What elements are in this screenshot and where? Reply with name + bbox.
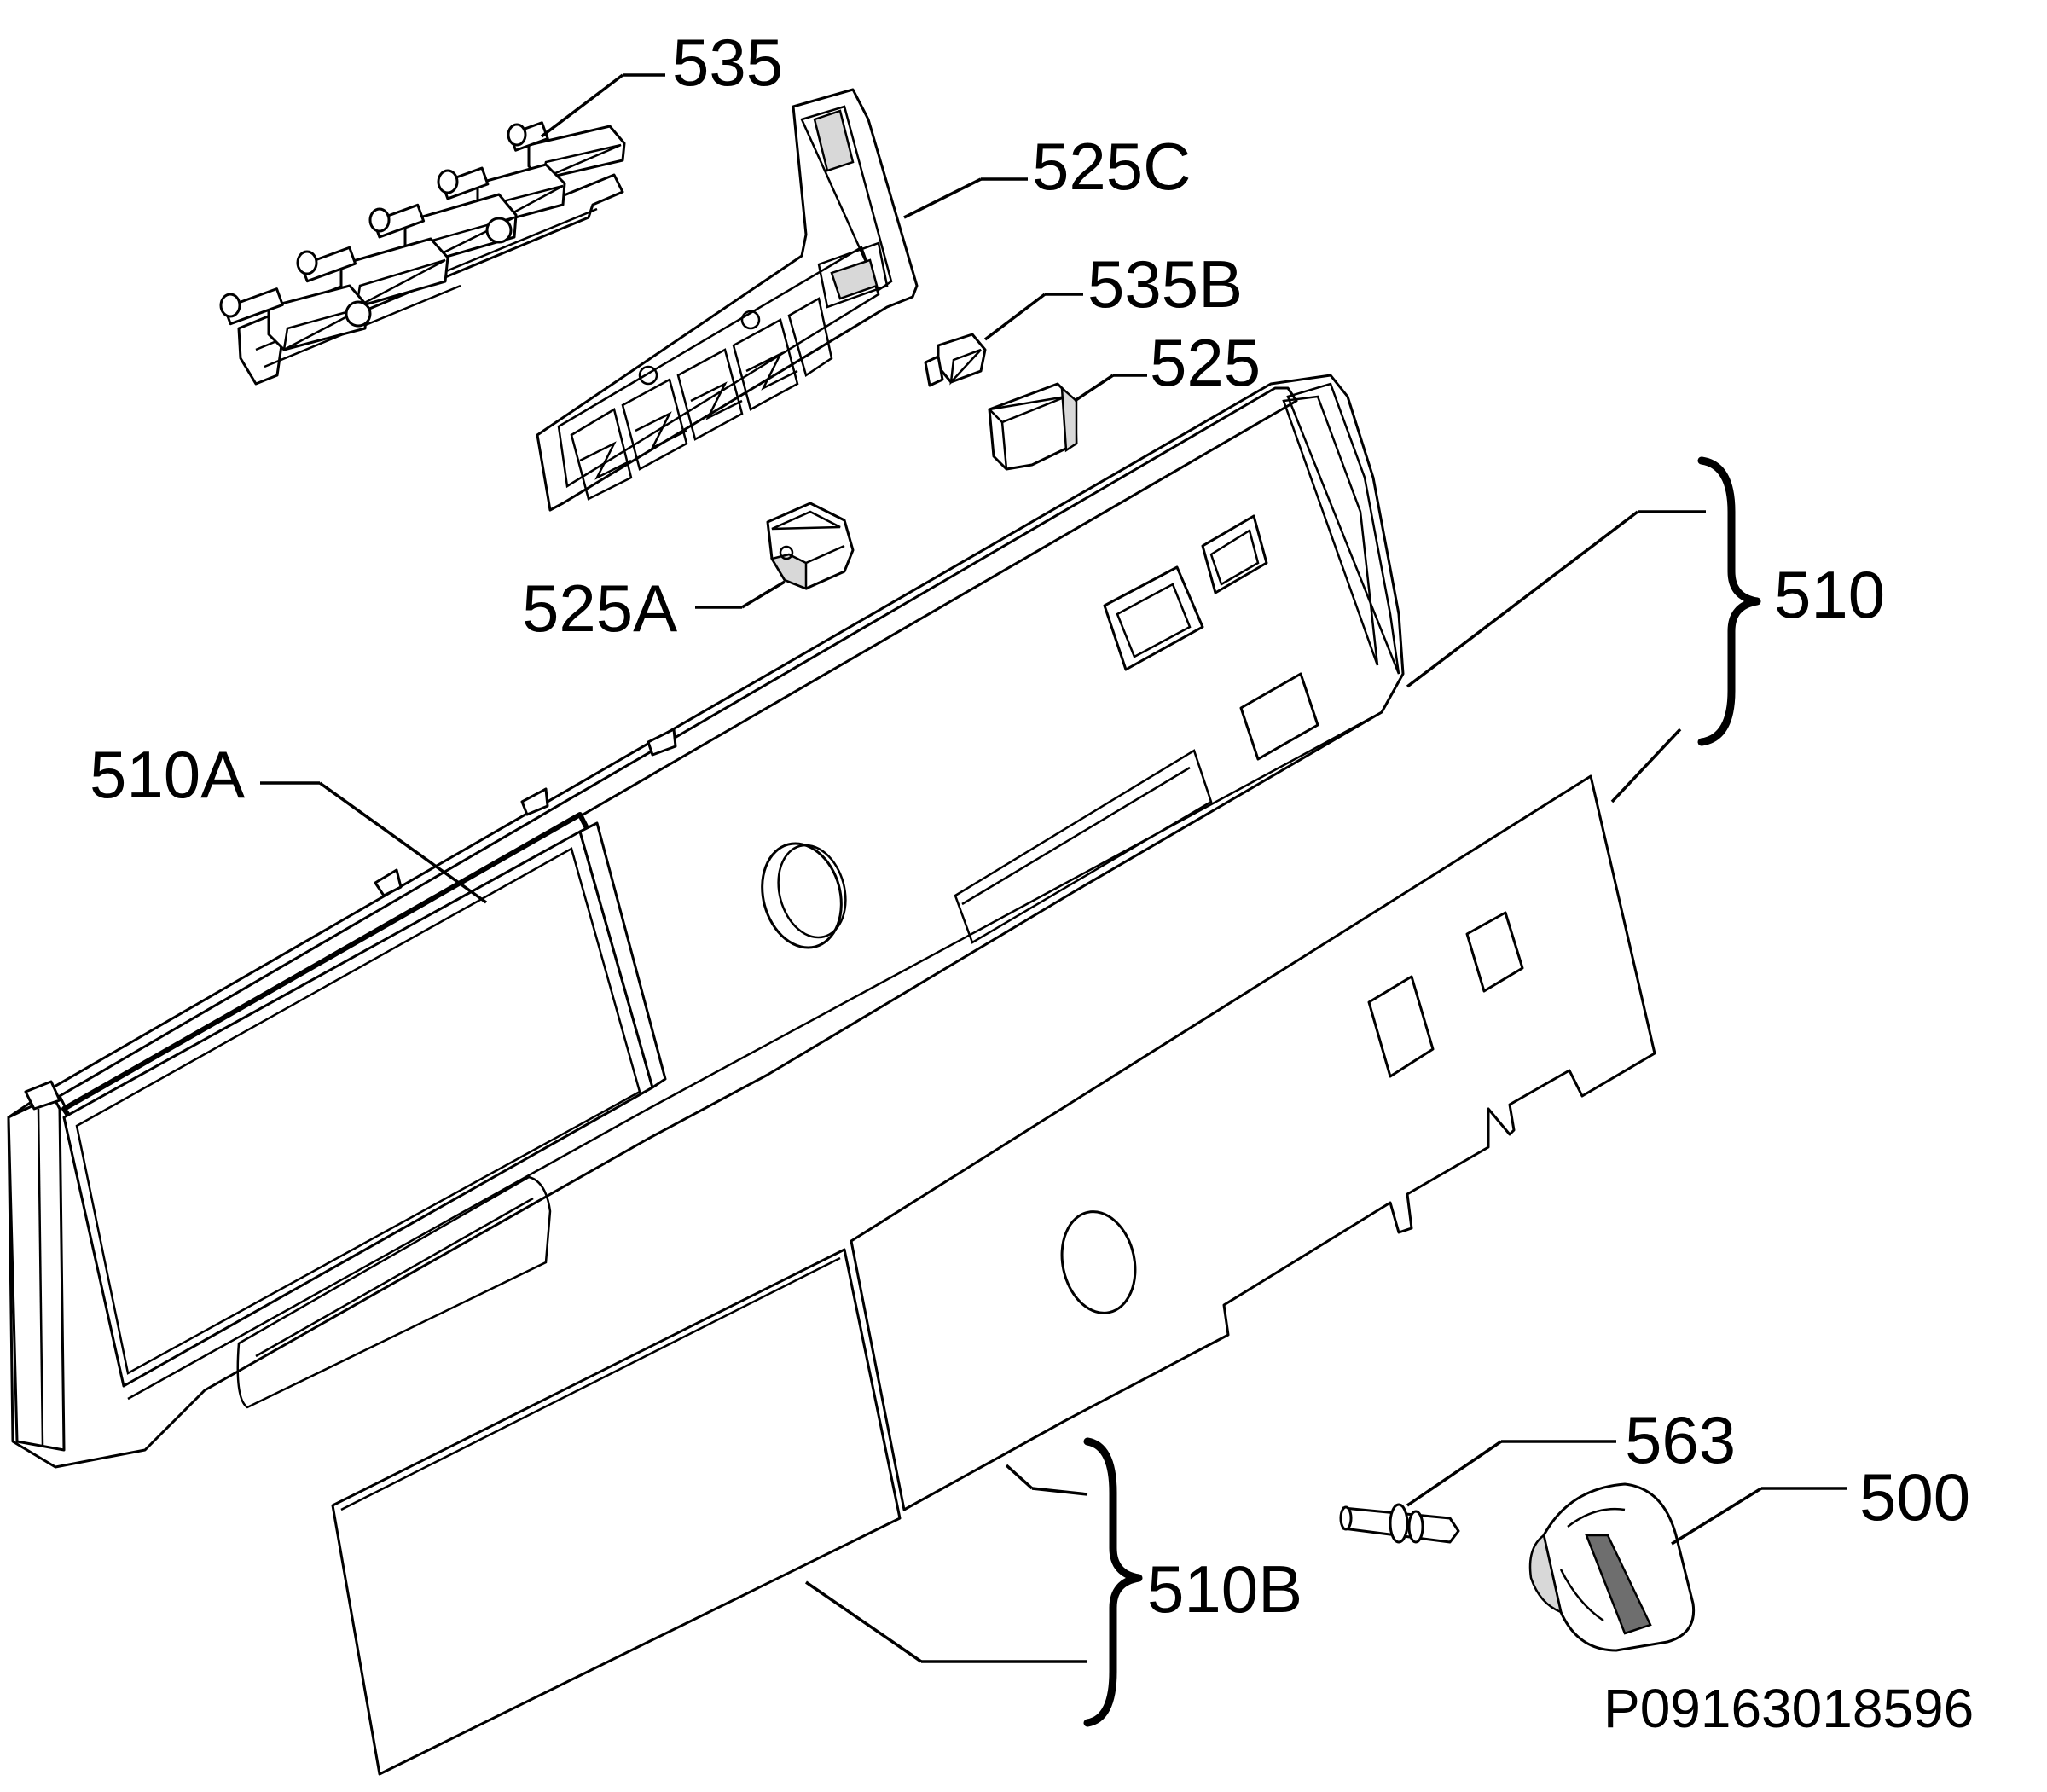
callout-535: 535 (672, 25, 783, 100)
callout-525C: 525C (1032, 129, 1191, 204)
part-510B-panel-right (850, 728, 1682, 1511)
callout-510A: 510A (90, 737, 245, 812)
callout-535B: 535B (1087, 246, 1243, 322)
callout-563: 563 (1625, 1402, 1736, 1477)
part-525-button-cap (987, 374, 1147, 471)
part-525C-button-frame (536, 88, 1028, 512)
callout-525A: 525A (522, 571, 677, 646)
part-535B-clip (924, 293, 1083, 387)
callout-500: 500 (1859, 1459, 1970, 1534)
callout-525: 525 (1150, 325, 1261, 400)
part-525A-button (695, 502, 855, 609)
part-535-switch-row (219, 73, 665, 386)
part-510B-panel-left (331, 1248, 1143, 1776)
part-500-knob (1528, 1482, 1847, 1652)
callout-510B: 510B (1147, 1551, 1302, 1627)
callout-510: 510 (1774, 557, 1885, 632)
drawing-reference-number: P09163018596 (1603, 1678, 1974, 1739)
part-510-control-panel (7, 374, 1761, 1469)
part-563-pin (1339, 1440, 1616, 1544)
